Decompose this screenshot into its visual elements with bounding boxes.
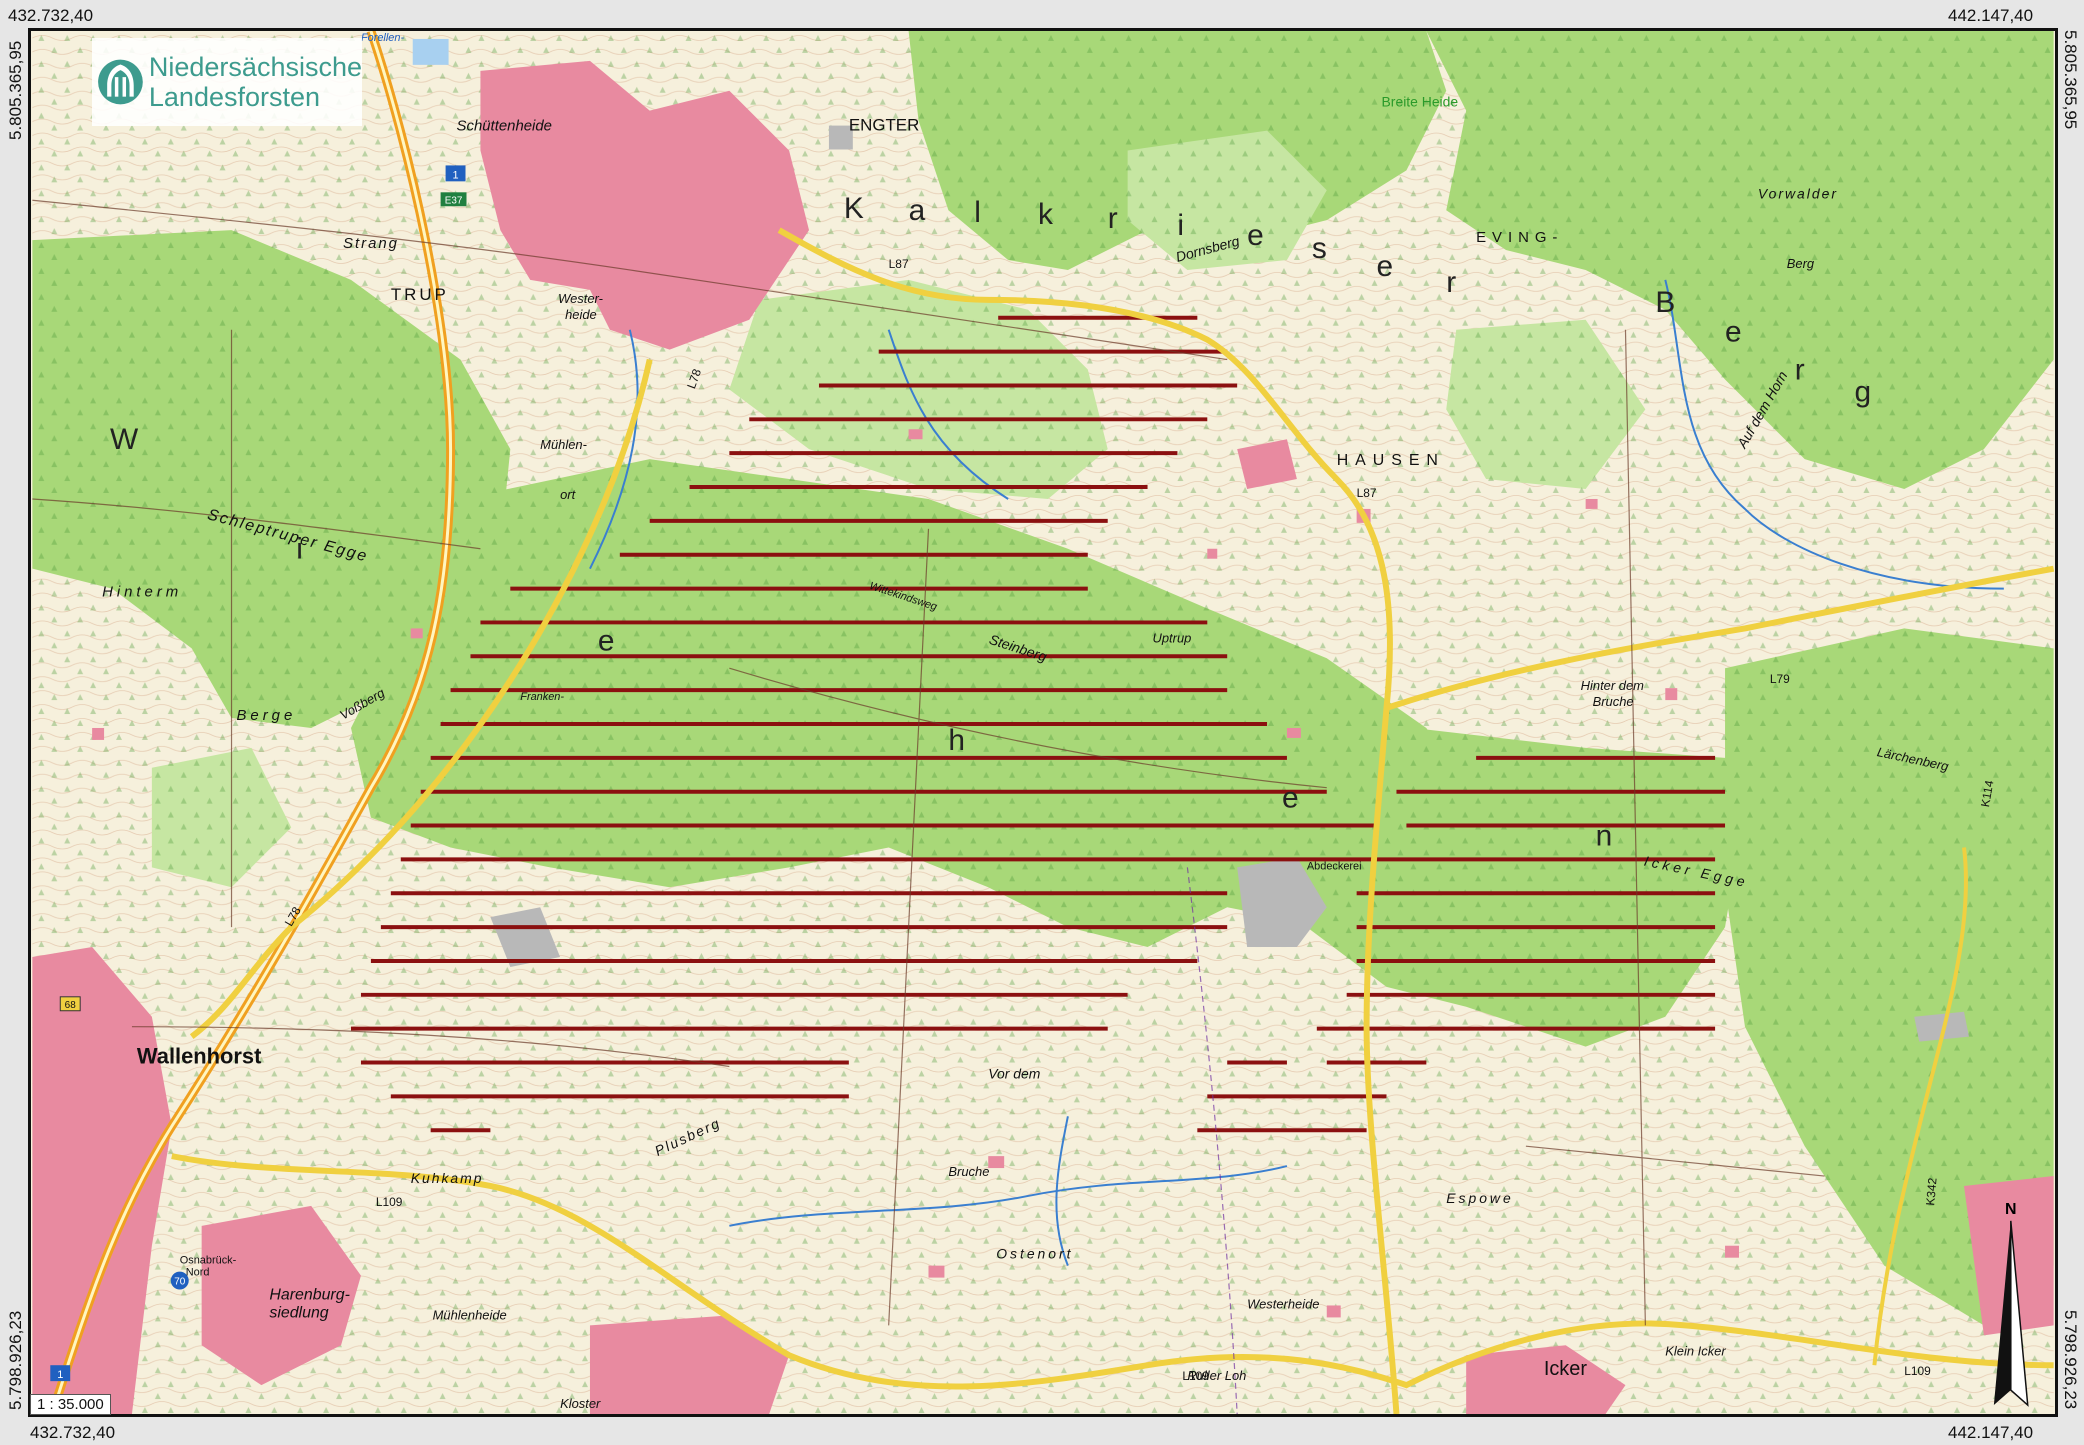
brand-logo: Niedersächsische Landesforsten bbox=[92, 38, 362, 126]
place-osnabrueck-1: Osnabrück- bbox=[180, 1255, 237, 1267]
road-label-l87: L87 bbox=[889, 257, 909, 271]
road-shields: 1 E37 68 70 1 bbox=[50, 165, 467, 1381]
range-letter-h: h bbox=[948, 724, 965, 757]
place-uptrup: Uptrup bbox=[1153, 630, 1192, 645]
place-muehlenort-2: ort bbox=[560, 487, 577, 502]
shield-68: 68 bbox=[65, 1000, 77, 1011]
place-klein-icker: Klein Icker bbox=[1665, 1343, 1726, 1358]
place-muehlenort-1: Mühlen- bbox=[540, 437, 587, 452]
range-letter-a: a bbox=[909, 194, 926, 227]
lake-forellensee-label: Forellen- bbox=[361, 32, 405, 44]
coord-bottom-left: 432.732,40 bbox=[30, 1423, 116, 1442]
range-letter-e2: e bbox=[1282, 782, 1299, 815]
industrial-areas bbox=[490, 125, 1969, 1042]
range-letter-i: i bbox=[296, 533, 303, 566]
place-eving: EVING- bbox=[1476, 229, 1563, 246]
place-icker: Icker bbox=[1544, 1358, 1588, 1380]
place-abdeckerei: Abdeckerei bbox=[1307, 860, 1362, 872]
range-letter-w: W bbox=[110, 423, 139, 456]
brand-line1: Niedersächsische bbox=[148, 52, 362, 82]
hatched-areas bbox=[351, 315, 1726, 1133]
place-hinter-dem-1: Hinter dem bbox=[1581, 678, 1644, 693]
settlements bbox=[32, 60, 2054, 1414]
north-label: N bbox=[2005, 1201, 2017, 1218]
coord-right-bottom: 5.798.926,23 bbox=[2061, 1310, 2080, 1410]
range-letter-e5: e bbox=[1725, 316, 1742, 349]
range-letter-n: n bbox=[1596, 819, 1613, 852]
place-westerheide-south: Westerheide bbox=[1247, 1296, 1319, 1311]
range-letter-e1: e bbox=[598, 624, 615, 657]
brand-name: Niedersächsische Landesforsten bbox=[149, 52, 362, 112]
road-label-l109c: L109 bbox=[1904, 1364, 1931, 1378]
shield-e37: E37 bbox=[445, 195, 463, 206]
road-label-l79: L79 bbox=[1770, 672, 1790, 686]
place-berg: Berg bbox=[1787, 256, 1815, 271]
place-osnabrueck-2: Nord bbox=[186, 1267, 210, 1279]
shield-a1: 1 bbox=[453, 169, 459, 181]
place-vor-dem: Vor dem bbox=[988, 1065, 1040, 1081]
place-ostenort: Ostenort bbox=[996, 1246, 1073, 1262]
roads bbox=[48, 31, 2055, 1414]
place-harenburg-1: Harenburg- bbox=[269, 1286, 350, 1303]
place-kuhkamp: Kuhkamp bbox=[411, 1170, 484, 1186]
place-schuettenheide: Schüttenheide bbox=[457, 118, 552, 135]
shield-a1-south: 1 bbox=[57, 1369, 63, 1381]
minor-roads bbox=[32, 199, 1825, 1414]
road-label-k114: K114 bbox=[1978, 779, 1997, 808]
place-hinter-dem-2: Bruche bbox=[1593, 694, 1634, 709]
coord-left-bottom: 5.798.926,23 bbox=[6, 1310, 25, 1410]
place-westerheide-2: heide bbox=[565, 307, 597, 322]
range-letter-l: l bbox=[974, 196, 981, 229]
coord-top-right: 442.147,40 bbox=[1948, 6, 2034, 25]
range-letter-r3: r bbox=[1795, 353, 1805, 386]
place-trup: TRUP bbox=[391, 285, 449, 304]
range-letter-b: B bbox=[1655, 286, 1675, 319]
coord-left-top: 5.805.365,95 bbox=[6, 40, 25, 140]
brand-line2: Landesforsten bbox=[148, 82, 321, 112]
range-letter-s: s bbox=[1312, 232, 1327, 265]
range-letter-e4: e bbox=[1377, 250, 1394, 283]
shield-70: 70 bbox=[174, 1277, 186, 1288]
tree-logo-icon bbox=[98, 59, 143, 105]
place-hausen: HAUSEN bbox=[1337, 452, 1445, 469]
coord-bottom-right: 442.147,40 bbox=[1948, 1423, 2034, 1442]
road-label-l109b: L109 bbox=[1182, 1369, 1209, 1383]
coord-right-top: 5.805.365,95 bbox=[2061, 30, 2080, 130]
place-wallenhorst: Wallenhorst bbox=[137, 1044, 262, 1069]
topographic-map[interactable]: 1 E37 68 70 1 L87 L87 L78 L78 L79 L109 L… bbox=[28, 28, 2058, 1417]
range-letter-e3: e bbox=[1247, 219, 1264, 252]
place-espowe: Espowe bbox=[1446, 1190, 1513, 1206]
place-ruller-loh: Ruller Loh bbox=[1187, 1368, 1246, 1383]
place-strang: Strang bbox=[343, 235, 399, 252]
place-berge: Berge bbox=[236, 707, 296, 724]
range-letter-r2: r bbox=[1446, 266, 1456, 299]
road-label-l109: L109 bbox=[376, 1195, 403, 1209]
range-letter-k: K bbox=[844, 192, 864, 225]
place-engter: ENGTER bbox=[849, 116, 919, 135]
scale-label: 1 : 35.000 bbox=[30, 1394, 111, 1415]
range-letter-i2: i bbox=[1177, 209, 1184, 242]
road-label-l78: L78 bbox=[684, 367, 704, 391]
coord-top-left: 432.732,40 bbox=[8, 6, 94, 25]
place-westerheide-1: Wester- bbox=[558, 291, 604, 306]
place-franken: Franken- bbox=[520, 691, 564, 703]
place-harenburg-2: siedlung bbox=[269, 1304, 328, 1321]
range-letter-r: r bbox=[1108, 202, 1118, 235]
place-hinterm: Hinterm bbox=[102, 584, 182, 601]
place-kloster: Kloster bbox=[560, 1396, 601, 1411]
place-vorwalder: Vorwalder bbox=[1758, 185, 1838, 201]
place-breite-heide: Breite Heide bbox=[1382, 94, 1459, 110]
road-label-l87b: L87 bbox=[1357, 486, 1377, 500]
lake-forellensee bbox=[412, 38, 449, 65]
place-bruche: Bruche bbox=[948, 1164, 989, 1179]
road-label-k342: K342 bbox=[1923, 1177, 1939, 1206]
range-letter-g: g bbox=[1854, 375, 1871, 408]
range-letter-k2: k bbox=[1038, 198, 1053, 231]
place-muehlenheide: Mühlenheide bbox=[433, 1307, 507, 1322]
